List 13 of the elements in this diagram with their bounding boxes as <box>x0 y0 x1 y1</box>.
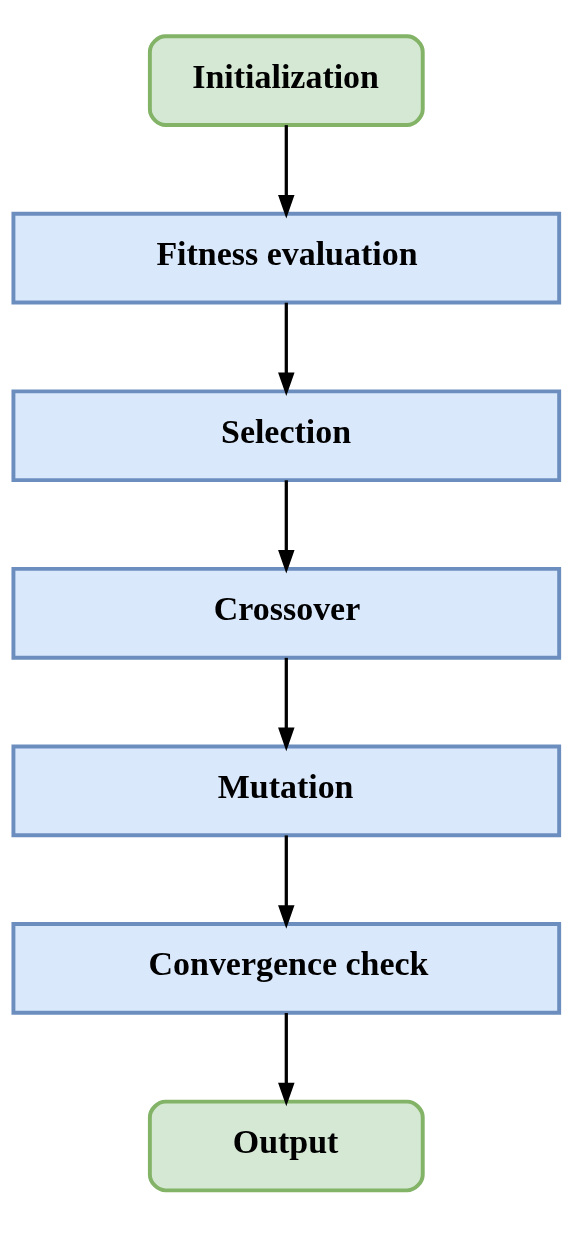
arrow <box>278 1012 295 1107</box>
node-box: Convergence check <box>11 922 562 1015</box>
node-box: Mutation <box>11 744 562 838</box>
node-box: Crossover <box>11 566 562 660</box>
arrow <box>278 302 295 396</box>
arrow <box>278 125 295 219</box>
node-box: Initialization <box>147 34 425 127</box>
node-box: Fitness evaluation <box>11 211 562 305</box>
arrow <box>278 835 295 929</box>
node-box: Output <box>147 1099 425 1193</box>
node-box: Selection <box>11 389 562 483</box>
arrow <box>278 480 295 574</box>
arrow <box>278 657 295 752</box>
